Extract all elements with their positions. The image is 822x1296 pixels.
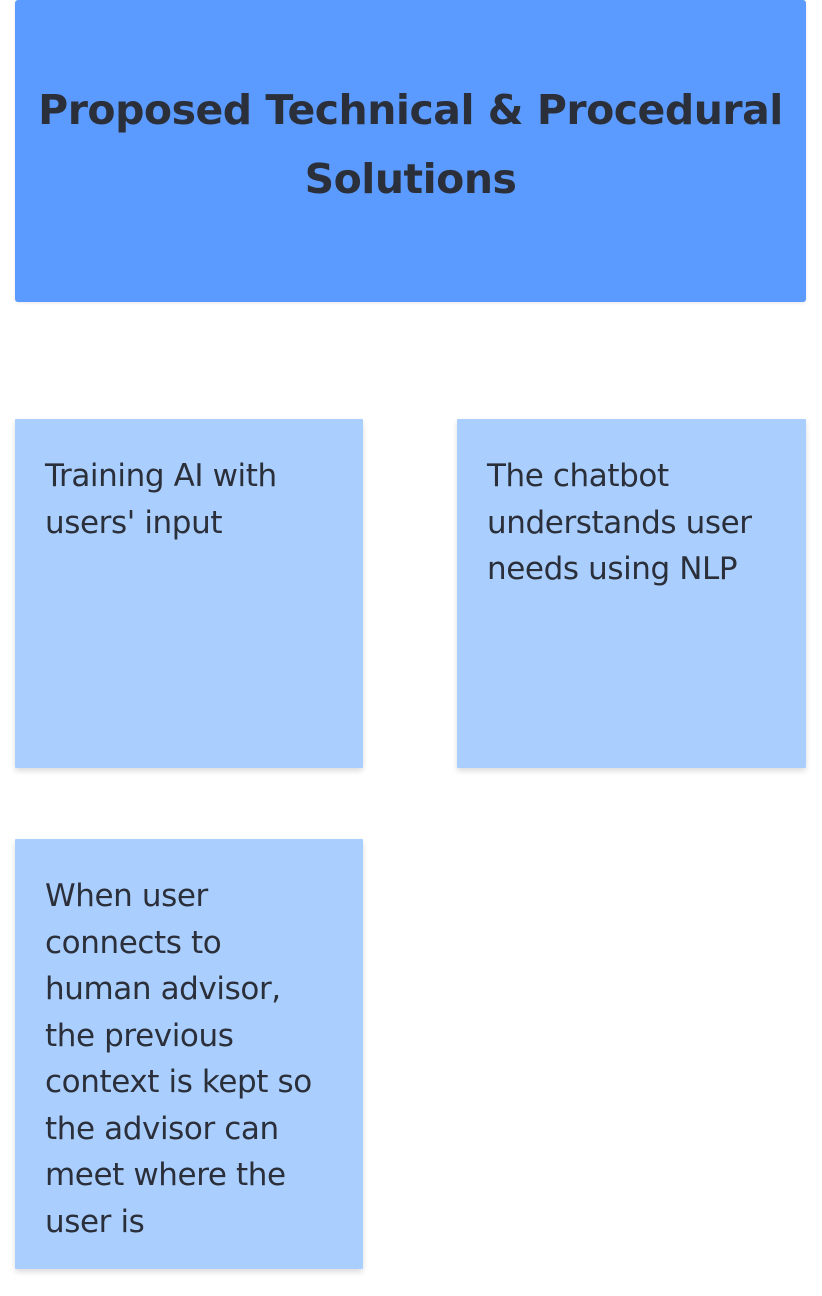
sticky-note-training-ai[interactable]: Training AI with users' input	[15, 419, 363, 768]
section-title: Proposed Technical & Procedural Solution…	[38, 86, 783, 203]
sticky-note-text: The chatbot understands user needs using…	[487, 458, 752, 587]
sticky-note-text: When user connects to human advisor, the…	[45, 878, 312, 1240]
sticky-note-chatbot-nlp[interactable]: The chatbot understands user needs using…	[457, 419, 806, 768]
sticky-note-text: Training AI with users' input	[45, 458, 277, 541]
sticky-note-human-advisor[interactable]: When user connects to human advisor, the…	[15, 839, 363, 1269]
section-header: Proposed Technical & Procedural Solution…	[15, 0, 806, 302]
